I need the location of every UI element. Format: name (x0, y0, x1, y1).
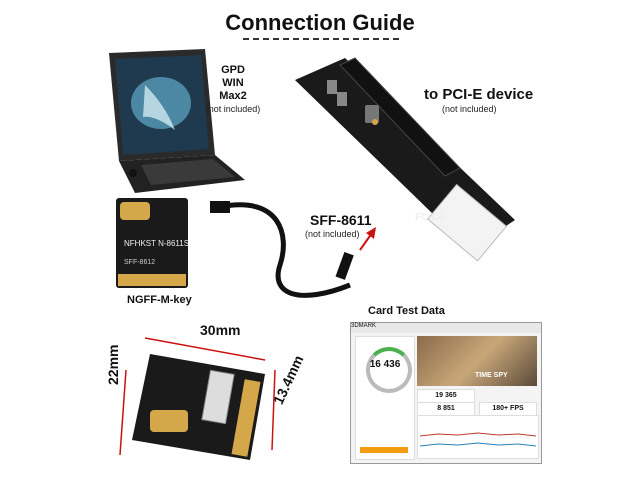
width-dimension: 30mm (200, 322, 241, 338)
ngff-label: NGFF-M-key (127, 294, 192, 306)
stat-graphics: 19 365 (417, 389, 475, 403)
cable-image (210, 201, 376, 298)
pcie-board-image: FC CE (295, 57, 515, 262)
laptop-image (109, 49, 245, 193)
m2-board-subtext: SFF-8612 (124, 259, 155, 266)
stat-cpu: 8 851 (417, 402, 475, 416)
laptop-label: GPD WIN Max2 (not included) (198, 64, 268, 116)
m2-board-text: NFHKST N-8611S (124, 239, 189, 248)
height-dimension: 22mm (105, 344, 121, 385)
score-value: 16 436 (369, 359, 401, 370)
m2-adapter-image: NFHKST N-8611S SFF-8612 (116, 198, 189, 288)
sff-note: (not included) (305, 229, 360, 239)
scene-banner: TIME SPY (417, 336, 537, 386)
pcie-label: to PCI-E device (424, 86, 534, 103)
score-gauge (366, 347, 412, 393)
scene-name: TIME SPY (475, 372, 508, 379)
svg-text:FC CE: FC CE (415, 212, 445, 223)
title-underline (243, 38, 399, 40)
action-button[interactable] (360, 447, 408, 453)
app-titlebar: 3DMARK (351, 323, 541, 333)
sff-label: SFF-8611 (310, 212, 372, 228)
m2-dimension-image (119, 337, 276, 460)
monitoring-graph (417, 415, 539, 459)
stat-fps: 180+ FPS (479, 402, 537, 416)
pcie-note: (not included) (442, 104, 497, 114)
page-title: Connection Guide (225, 10, 415, 35)
laptop-label-line-1: GPD (221, 64, 245, 76)
benchmark-screenshot: 3DMARK 16 436 TIME SPY 19 365 8 851 180+… (350, 322, 542, 464)
laptop-label-line-2: WIN (222, 77, 244, 89)
laptop-label-line-3: Max2 (219, 90, 247, 102)
card-test-label: Card Test Data (368, 305, 445, 317)
laptop-note: (not included) (205, 104, 261, 114)
score-panel: 16 436 (355, 336, 415, 460)
